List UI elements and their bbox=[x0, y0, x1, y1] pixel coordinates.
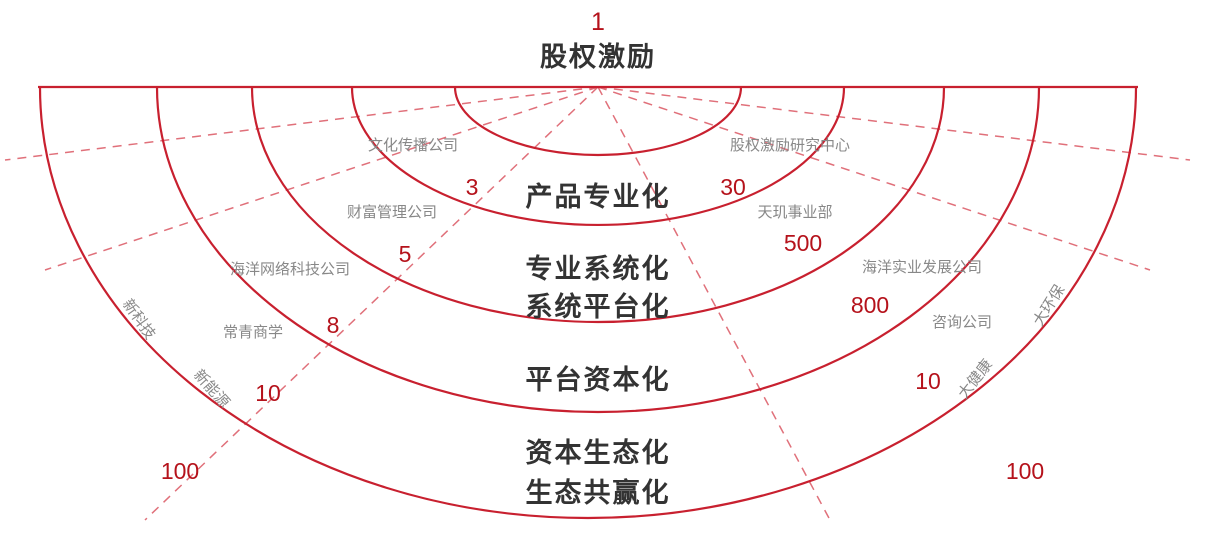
stage-rings bbox=[38, 85, 1138, 520]
guide-line bbox=[4, 86, 599, 161]
org-label: 财富管理公司 bbox=[347, 203, 437, 221]
guide-line bbox=[597, 86, 1191, 161]
right-number: 100 bbox=[1006, 458, 1044, 484]
guide-line bbox=[144, 86, 599, 521]
org-label: 海洋网络科技公司 bbox=[230, 260, 350, 278]
left-number: 8 bbox=[327, 312, 340, 338]
org-label: 咨询公司 bbox=[932, 313, 992, 331]
org-label: 海洋实业发展公司 bbox=[862, 258, 982, 276]
right-number: 800 bbox=[851, 292, 889, 318]
left-number: 5 bbox=[399, 241, 412, 267]
ring-3 bbox=[250, 86, 946, 324]
right-number: 500 bbox=[784, 230, 822, 256]
org-label: 天玑事业部 bbox=[757, 203, 832, 221]
ring-4 bbox=[155, 86, 1041, 414]
guide-line bbox=[597, 86, 1151, 271]
right-number: 30 bbox=[720, 174, 746, 200]
ring-5 bbox=[38, 86, 1138, 520]
stage-label: 专业系统化 bbox=[526, 253, 671, 285]
stage-label: 生态共赢化 bbox=[526, 477, 671, 509]
stage-label: 资本生态化 bbox=[526, 438, 671, 469]
industry-label: 大环保 bbox=[1029, 281, 1068, 329]
org-label: 股权激励研究中心 bbox=[730, 136, 850, 154]
right-number: 10 bbox=[915, 368, 941, 394]
org-label: 常青商学 bbox=[223, 323, 283, 341]
ring-1 bbox=[453, 86, 743, 157]
left-number: 100 bbox=[161, 458, 199, 484]
stage-label: 平台资本化 bbox=[526, 364, 671, 396]
top-number: 1 bbox=[591, 8, 605, 36]
stage-label: 产品专业化 bbox=[526, 182, 671, 213]
radial-guides bbox=[4, 86, 1191, 521]
top-title: 股权激励 bbox=[540, 41, 656, 73]
org-label: 文化传播公司 bbox=[368, 136, 458, 154]
guide-line bbox=[44, 86, 599, 271]
left-number: 3 bbox=[466, 174, 479, 200]
ring-2 bbox=[350, 86, 846, 227]
stage-label: 系统平台化 bbox=[526, 291, 671, 323]
left-number: 10 bbox=[255, 380, 281, 406]
guide-line bbox=[597, 86, 831, 521]
